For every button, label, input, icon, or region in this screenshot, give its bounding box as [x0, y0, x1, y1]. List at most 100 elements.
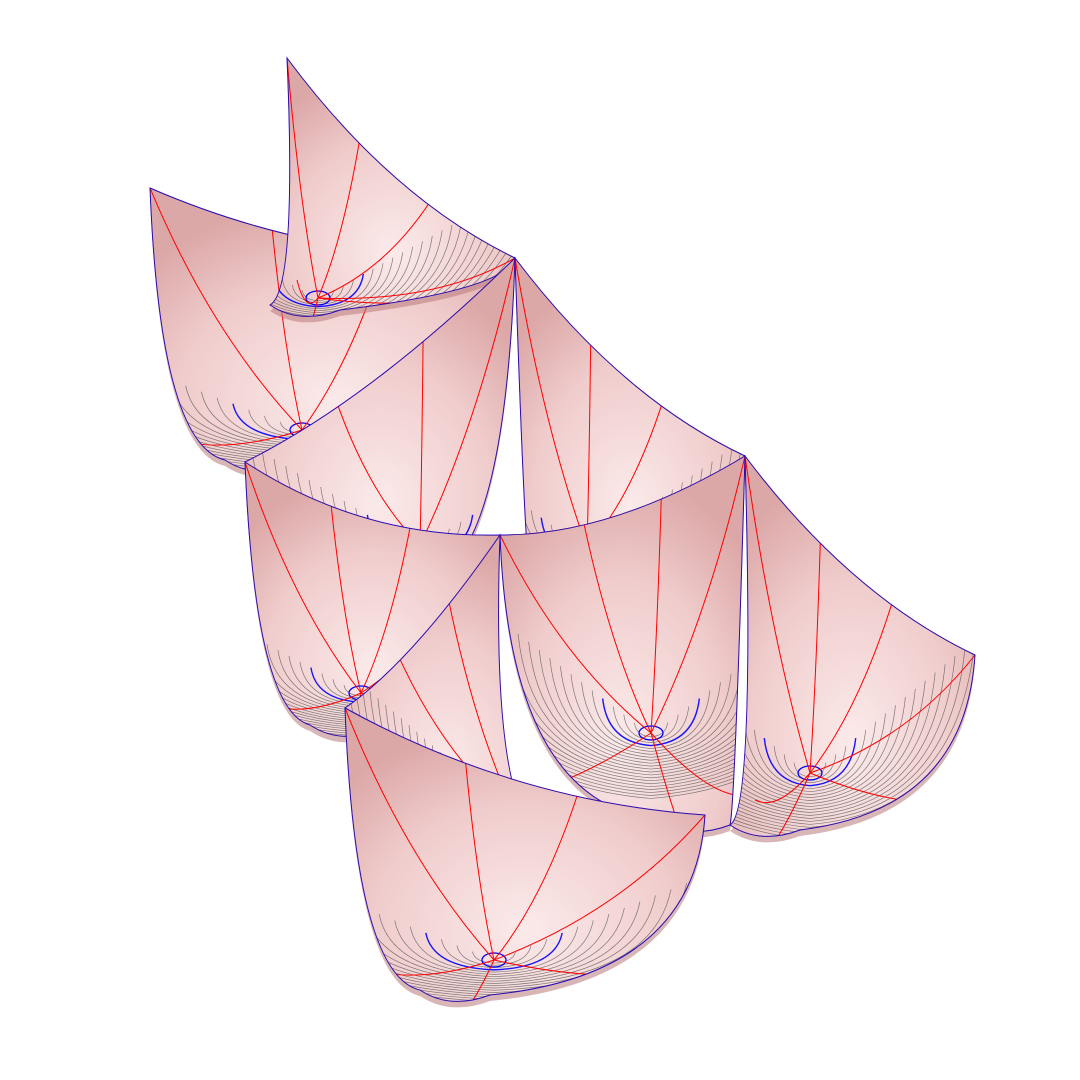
contour-line	[456, 945, 532, 966]
contour-line	[270, 219, 463, 317]
gradient-curve	[493, 778, 584, 961]
surface-patch	[344, 707, 706, 1008]
contour-line	[270, 246, 413, 317]
contour-line	[363, 907, 625, 980]
patch-edge	[499, 455, 746, 832]
contour-line	[301, 290, 335, 302]
contour-line	[270, 208, 482, 317]
gradient-curve	[317, 257, 515, 299]
contour-line	[793, 762, 827, 778]
contour-line	[270, 263, 384, 312]
contour-line	[270, 192, 512, 317]
surface-patch	[269, 56, 516, 323]
gradient-curve	[449, 959, 495, 1002]
contour-line	[591, 690, 711, 749]
contour-line	[570, 674, 732, 755]
gradient-curve	[419, 327, 424, 546]
gradient-curve	[580, 508, 652, 734]
contour-line	[517, 633, 745, 770]
contour-line	[581, 682, 721, 752]
contour-line	[270, 252, 404, 315]
gradient-curve	[150, 188, 303, 431]
contour-line	[409, 926, 579, 973]
gradient-curve	[463, 743, 495, 961]
patch-fill	[500, 456, 745, 832]
gradient-curve	[650, 456, 745, 734]
contour-line	[270, 197, 502, 317]
contour-line	[270, 203, 492, 317]
contour-line	[270, 186, 515, 317]
contour-line	[472, 951, 516, 964]
gradient-curve	[809, 587, 898, 774]
patch-edge	[269, 57, 516, 317]
contour-line	[270, 214, 473, 317]
gradient-curve	[515, 258, 588, 549]
contour-line	[612, 706, 690, 743]
contour-line	[270, 257, 394, 314]
gradient-curve	[286, 58, 319, 299]
gradient-curve	[360, 510, 414, 694]
gradient-curve	[419, 258, 515, 546]
contour-line	[270, 224, 453, 317]
contour-line	[500, 553, 745, 799]
contour-line	[270, 175, 515, 317]
blue-level-curve	[425, 932, 563, 971]
gradient-curve	[744, 456, 811, 774]
gradient-curve	[493, 814, 705, 961]
contour-line	[730, 647, 966, 819]
gradient-curve	[345, 708, 495, 961]
contour-line	[730, 664, 946, 813]
contour-line	[500, 561, 745, 796]
patch-fill	[730, 456, 975, 837]
gradient-curve	[650, 482, 663, 734]
contour-line	[753, 729, 867, 790]
gradient-curve	[317, 123, 363, 299]
gradient-curve	[809, 521, 822, 774]
contour-line	[345, 889, 672, 987]
gradient-curve	[650, 732, 691, 832]
contour-line	[744, 721, 876, 793]
contour-line	[528, 641, 745, 767]
contour-line	[730, 656, 956, 816]
patch-fill	[345, 708, 705, 1002]
contour-line	[270, 235, 433, 317]
gradient-curve	[296, 279, 319, 304]
contour-line	[500, 585, 745, 788]
patch-edge	[729, 455, 976, 837]
contour-line	[500, 569, 745, 793]
gradient-curve	[317, 189, 438, 299]
contour-line	[730, 639, 975, 822]
patch-edge	[344, 707, 706, 1002]
contour-line	[500, 577, 745, 790]
gradient-curve	[245, 462, 362, 694]
contour-line	[730, 697, 906, 801]
blue-level-curve	[763, 737, 857, 787]
contour-line	[538, 649, 745, 764]
contour-line	[560, 666, 742, 758]
contour-line	[500, 593, 745, 785]
surface-patches	[149, 56, 976, 1008]
gradient-curve	[269, 211, 303, 431]
contour-line	[507, 625, 745, 773]
contour-line	[291, 284, 345, 304]
gradient-curve	[328, 486, 362, 694]
patch-fill	[270, 58, 515, 317]
gradient-curve	[500, 534, 652, 734]
contour-line	[634, 722, 668, 738]
gradient-curve	[299, 297, 319, 317]
contour-line	[270, 241, 423, 317]
contour-line	[773, 746, 847, 784]
contour-line	[730, 680, 926, 807]
blue-level-curve	[601, 698, 701, 747]
minimum-ring	[481, 952, 507, 968]
gradient-curve	[809, 654, 975, 774]
contour-line	[270, 181, 515, 317]
contour-line	[270, 230, 443, 317]
gradient-curve	[759, 772, 811, 837]
gradient-curve	[754, 772, 811, 804]
contour-line	[730, 688, 916, 804]
gradient-curve	[650, 732, 736, 796]
contour-line	[394, 920, 594, 975]
contour-line	[378, 914, 610, 978]
